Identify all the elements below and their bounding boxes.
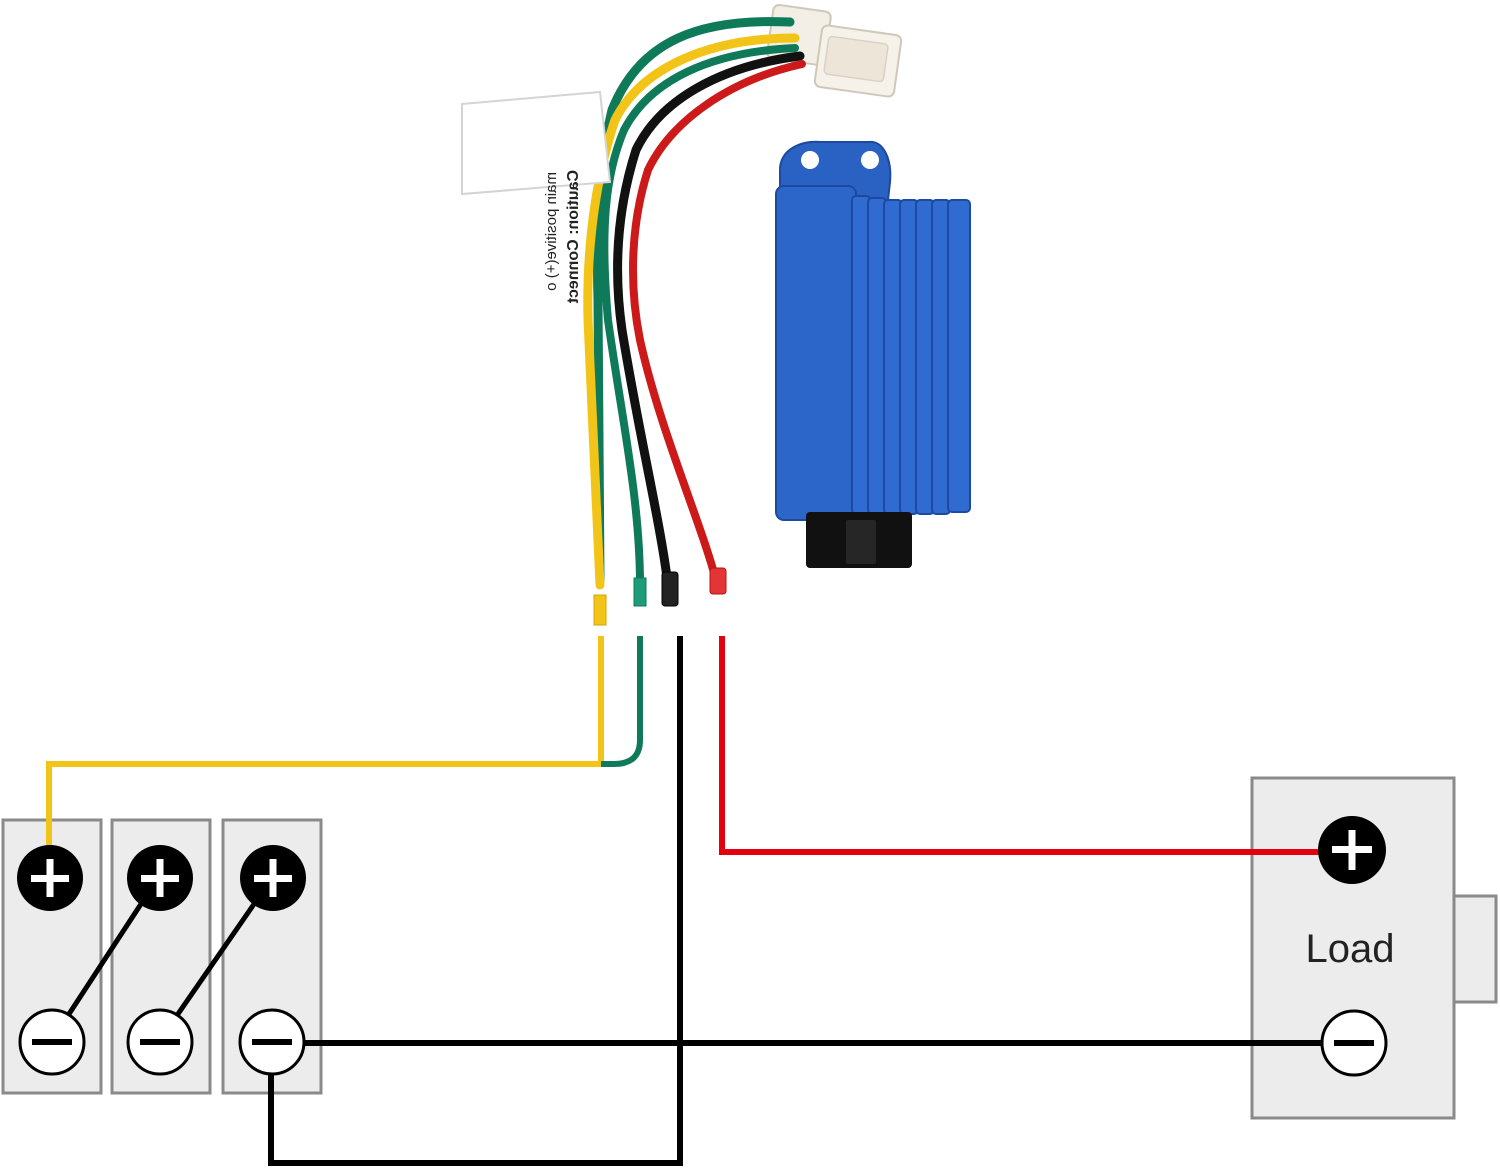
battery-2-negative-terminal <box>126 1008 194 1076</box>
series-link-2 <box>157 876 275 1042</box>
heat-sink-fins <box>851 195 971 515</box>
yellow-wire <box>46 636 604 850</box>
caution-tag-line2: main positive(+) o <box>543 172 560 291</box>
battery-3-positive-terminal <box>240 845 306 911</box>
battery-3-negative-terminal <box>238 1008 306 1076</box>
load-negative-terminal <box>1320 1009 1388 1077</box>
wire-bundle <box>583 17 806 590</box>
terminals <box>17 816 1388 1077</box>
green-wire <box>601 636 643 767</box>
red-wire <box>719 636 1320 855</box>
battery-1-positive-terminal <box>17 845 83 911</box>
load-positive-terminal <box>1318 816 1386 884</box>
battery-1-negative-terminal <box>18 1008 86 1076</box>
battery-2-positive-terminal <box>127 845 193 911</box>
caution-tag: Caution: Connect main positive(+) o <box>461 90 612 304</box>
load-label: Load <box>1306 927 1395 971</box>
regulator-body <box>775 140 971 568</box>
schematic-wires <box>46 636 1322 1166</box>
wire-tips <box>593 567 727 626</box>
caution-tag-line1: Caution: Connect <box>565 170 582 304</box>
series-link-1 <box>49 876 161 1042</box>
regulator-unit: Caution: Connect main positive(+) o <box>461 4 971 626</box>
black-wire-regulator <box>268 636 683 1166</box>
